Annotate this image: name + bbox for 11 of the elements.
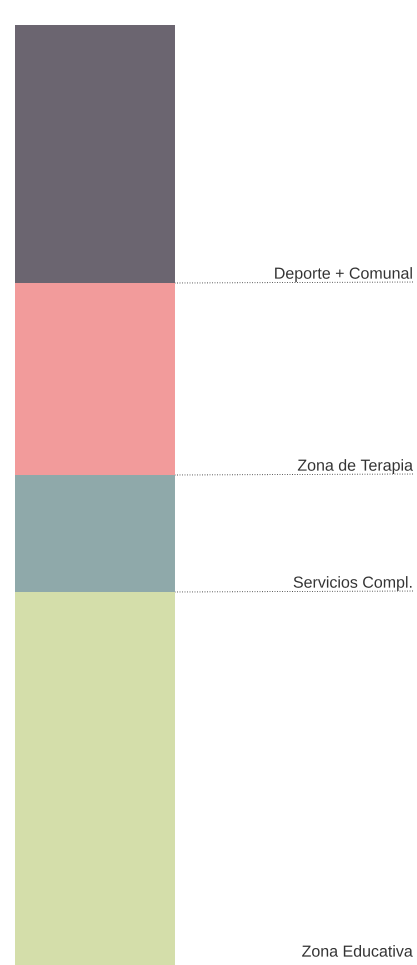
zone-label: Zona de Terapia	[298, 459, 413, 474]
leader-line	[174, 282, 414, 284]
zone-label: Servicios Compl.	[294, 576, 412, 591]
zone-band	[15, 475, 175, 592]
zone-label: Zona Educativa	[302, 945, 413, 957]
zone-band	[15, 25, 175, 283]
zone-label: Deporte + Comunal	[275, 267, 412, 282]
leader-line	[174, 474, 414, 476]
leader-line	[174, 590, 414, 592]
zone-band	[15, 592, 175, 965]
zone-band	[15, 283, 175, 475]
